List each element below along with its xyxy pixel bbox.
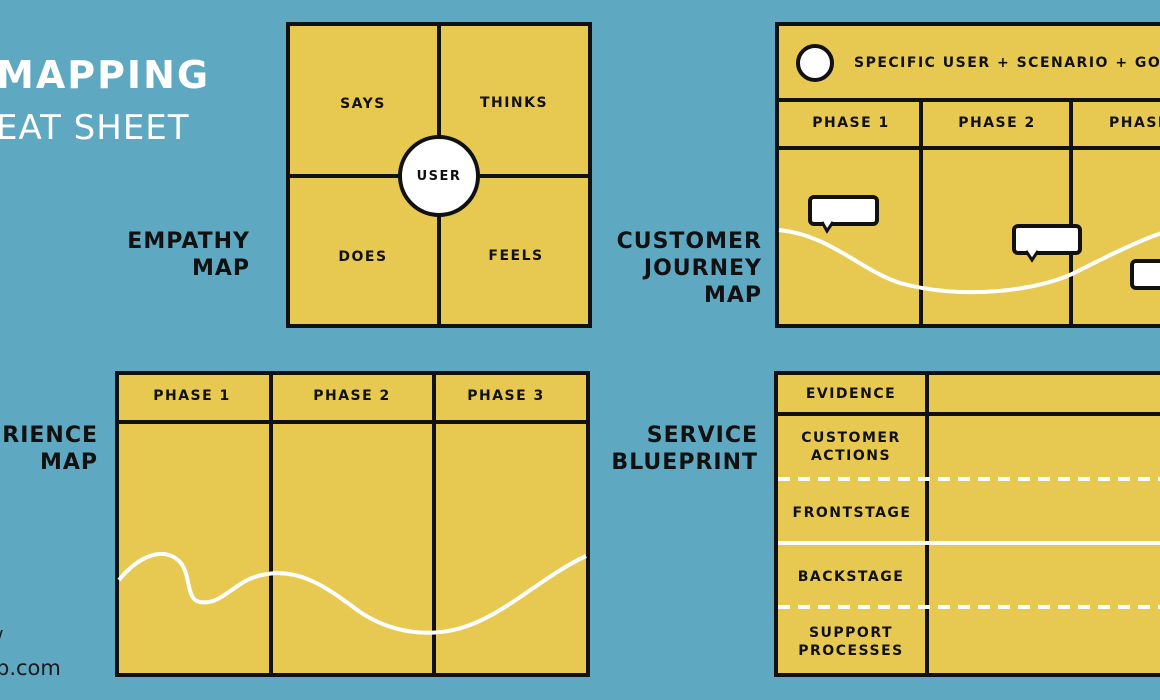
experience-phase-2: PHASE 2: [313, 388, 391, 404]
customer-journey-map: [775, 22, 1160, 328]
experience-curve: [117, 552, 587, 635]
empathy-map-label-line1: EMPATHY: [127, 229, 250, 254]
experience-map: [115, 371, 590, 677]
empathy-map-label-line2: MAP: [191, 256, 250, 281]
footer-mark: /: [0, 626, 3, 650]
service-blueprint-label-line2: BLUEPRINT: [611, 450, 758, 475]
customer-journey-map-label-line3: MAP: [703, 283, 762, 308]
experience-map-label: RIENCE MAP: [2, 422, 98, 476]
empathy-user: USER: [416, 169, 462, 184]
experience-phase-1: PHASE 1: [153, 388, 231, 404]
service-blueprint: [774, 371, 1160, 677]
blueprint-row-evidence: EVIDENCE: [805, 386, 897, 402]
blueprint-row-support-processes: SUPPORT PROCESSES: [798, 625, 904, 659]
speech-bubble-icon: [1012, 224, 1082, 263]
user-circle: [398, 135, 480, 217]
journey-phase-2: PHASE 2: [958, 115, 1036, 131]
blueprint-row-frontstage: FRONTSTAGE: [792, 505, 912, 521]
sheet-title: MAPPING: [0, 53, 211, 97]
journey-header: SPECIFIC USER + SCENARIO + GOAL: [854, 55, 1160, 71]
empathy-feels: FEELS: [488, 248, 544, 264]
sheet-subtitle: EAT SHEET: [0, 108, 190, 148]
blueprint-row-customer-actions: CUSTOMER ACTIONS: [801, 430, 901, 464]
journey-phase-1: PHASE 1: [812, 115, 890, 131]
footer-site: p.com: [0, 656, 61, 680]
journey-curve: [778, 228, 1160, 295]
empathy-does: DOES: [338, 249, 388, 265]
customer-journey-map-label: CUSTOMER JOURNEY MAP: [617, 228, 762, 309]
blueprint-row-backstage: BACKSTAGE: [797, 569, 905, 585]
experience-map-label-line2: MAP: [39, 450, 98, 475]
experience-map-label-line1: RIENCE: [2, 423, 98, 448]
experience-phase-3: PHASE 3: [467, 388, 545, 404]
service-blueprint-label: SERVICE BLUEPRINT: [611, 422, 758, 476]
customer-journey-map-label-line1: CUSTOMER: [616, 229, 762, 254]
empathy-map-label: EMPATHY MAP: [127, 228, 250, 282]
empathy-says: SAYS: [340, 96, 386, 112]
customer-journey-map-label-line2: JOURNEY: [643, 256, 762, 281]
empathy-thinks: THINKS: [479, 95, 549, 111]
service-blueprint-label-line1: SERVICE: [646, 423, 758, 448]
speech-bubble-icon: [1130, 259, 1160, 290]
journey-phase-3: PHASE 3: [1109, 115, 1160, 131]
empathy-map: [286, 22, 592, 328]
persona-circle: [796, 44, 834, 82]
speech-bubble-icon: [808, 195, 879, 234]
